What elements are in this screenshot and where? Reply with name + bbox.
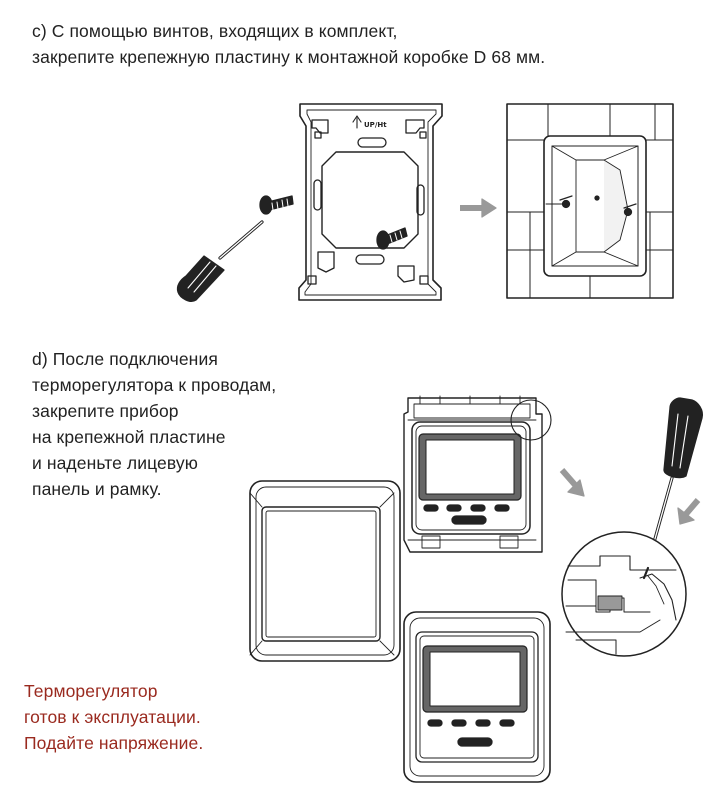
step-c-text: c) С помощью винтов, входящих в комплект… bbox=[32, 18, 545, 70]
screw-icon bbox=[376, 227, 408, 250]
step-d-line-4: на крепежной пластине bbox=[32, 427, 226, 447]
arrow-down-left-icon bbox=[677, 498, 701, 525]
mounting-plate-illustration: UP/Ht bbox=[298, 103, 443, 301]
step-d-line-1: d) После подключения bbox=[32, 349, 218, 369]
screwdriver-icon bbox=[176, 220, 264, 302]
arrow-down-right-icon bbox=[559, 468, 585, 497]
step-d-line-3: закрепите прибор bbox=[32, 401, 179, 421]
step-c-line-2: закрепите крепежную пластину к монтажной… bbox=[32, 47, 546, 67]
final-note-line-2: готов к эксплуатации. bbox=[24, 707, 201, 727]
step-d-line-5: и наденьте лицевую bbox=[32, 453, 198, 473]
plate-label: UP/Ht bbox=[364, 121, 387, 129]
thermostat-device-illustration bbox=[403, 395, 552, 553]
detail-magnified-illustration bbox=[561, 531, 687, 657]
arrow-right-icon bbox=[460, 198, 497, 218]
front-frame-illustration bbox=[249, 480, 401, 662]
step-d-line-6: панель и рамку. bbox=[32, 479, 162, 499]
step-d-line-2: терморегулятора к проводам, bbox=[32, 375, 277, 395]
step-c-line-1: c) С помощью винтов, входящих в комплект… bbox=[32, 21, 398, 41]
final-note-line-3: Подайте напряжение. bbox=[24, 733, 204, 753]
step-d-text: d) После подключения терморегулятора к п… bbox=[32, 346, 276, 502]
final-note-line-1: Терморегулятор bbox=[24, 681, 158, 701]
screw-icon bbox=[259, 195, 294, 215]
assembled-thermostat-illustration bbox=[403, 611, 551, 783]
wall-box-illustration bbox=[506, 103, 674, 299]
final-note: Терморегулятор готов к эксплуатации. Под… bbox=[24, 678, 203, 756]
